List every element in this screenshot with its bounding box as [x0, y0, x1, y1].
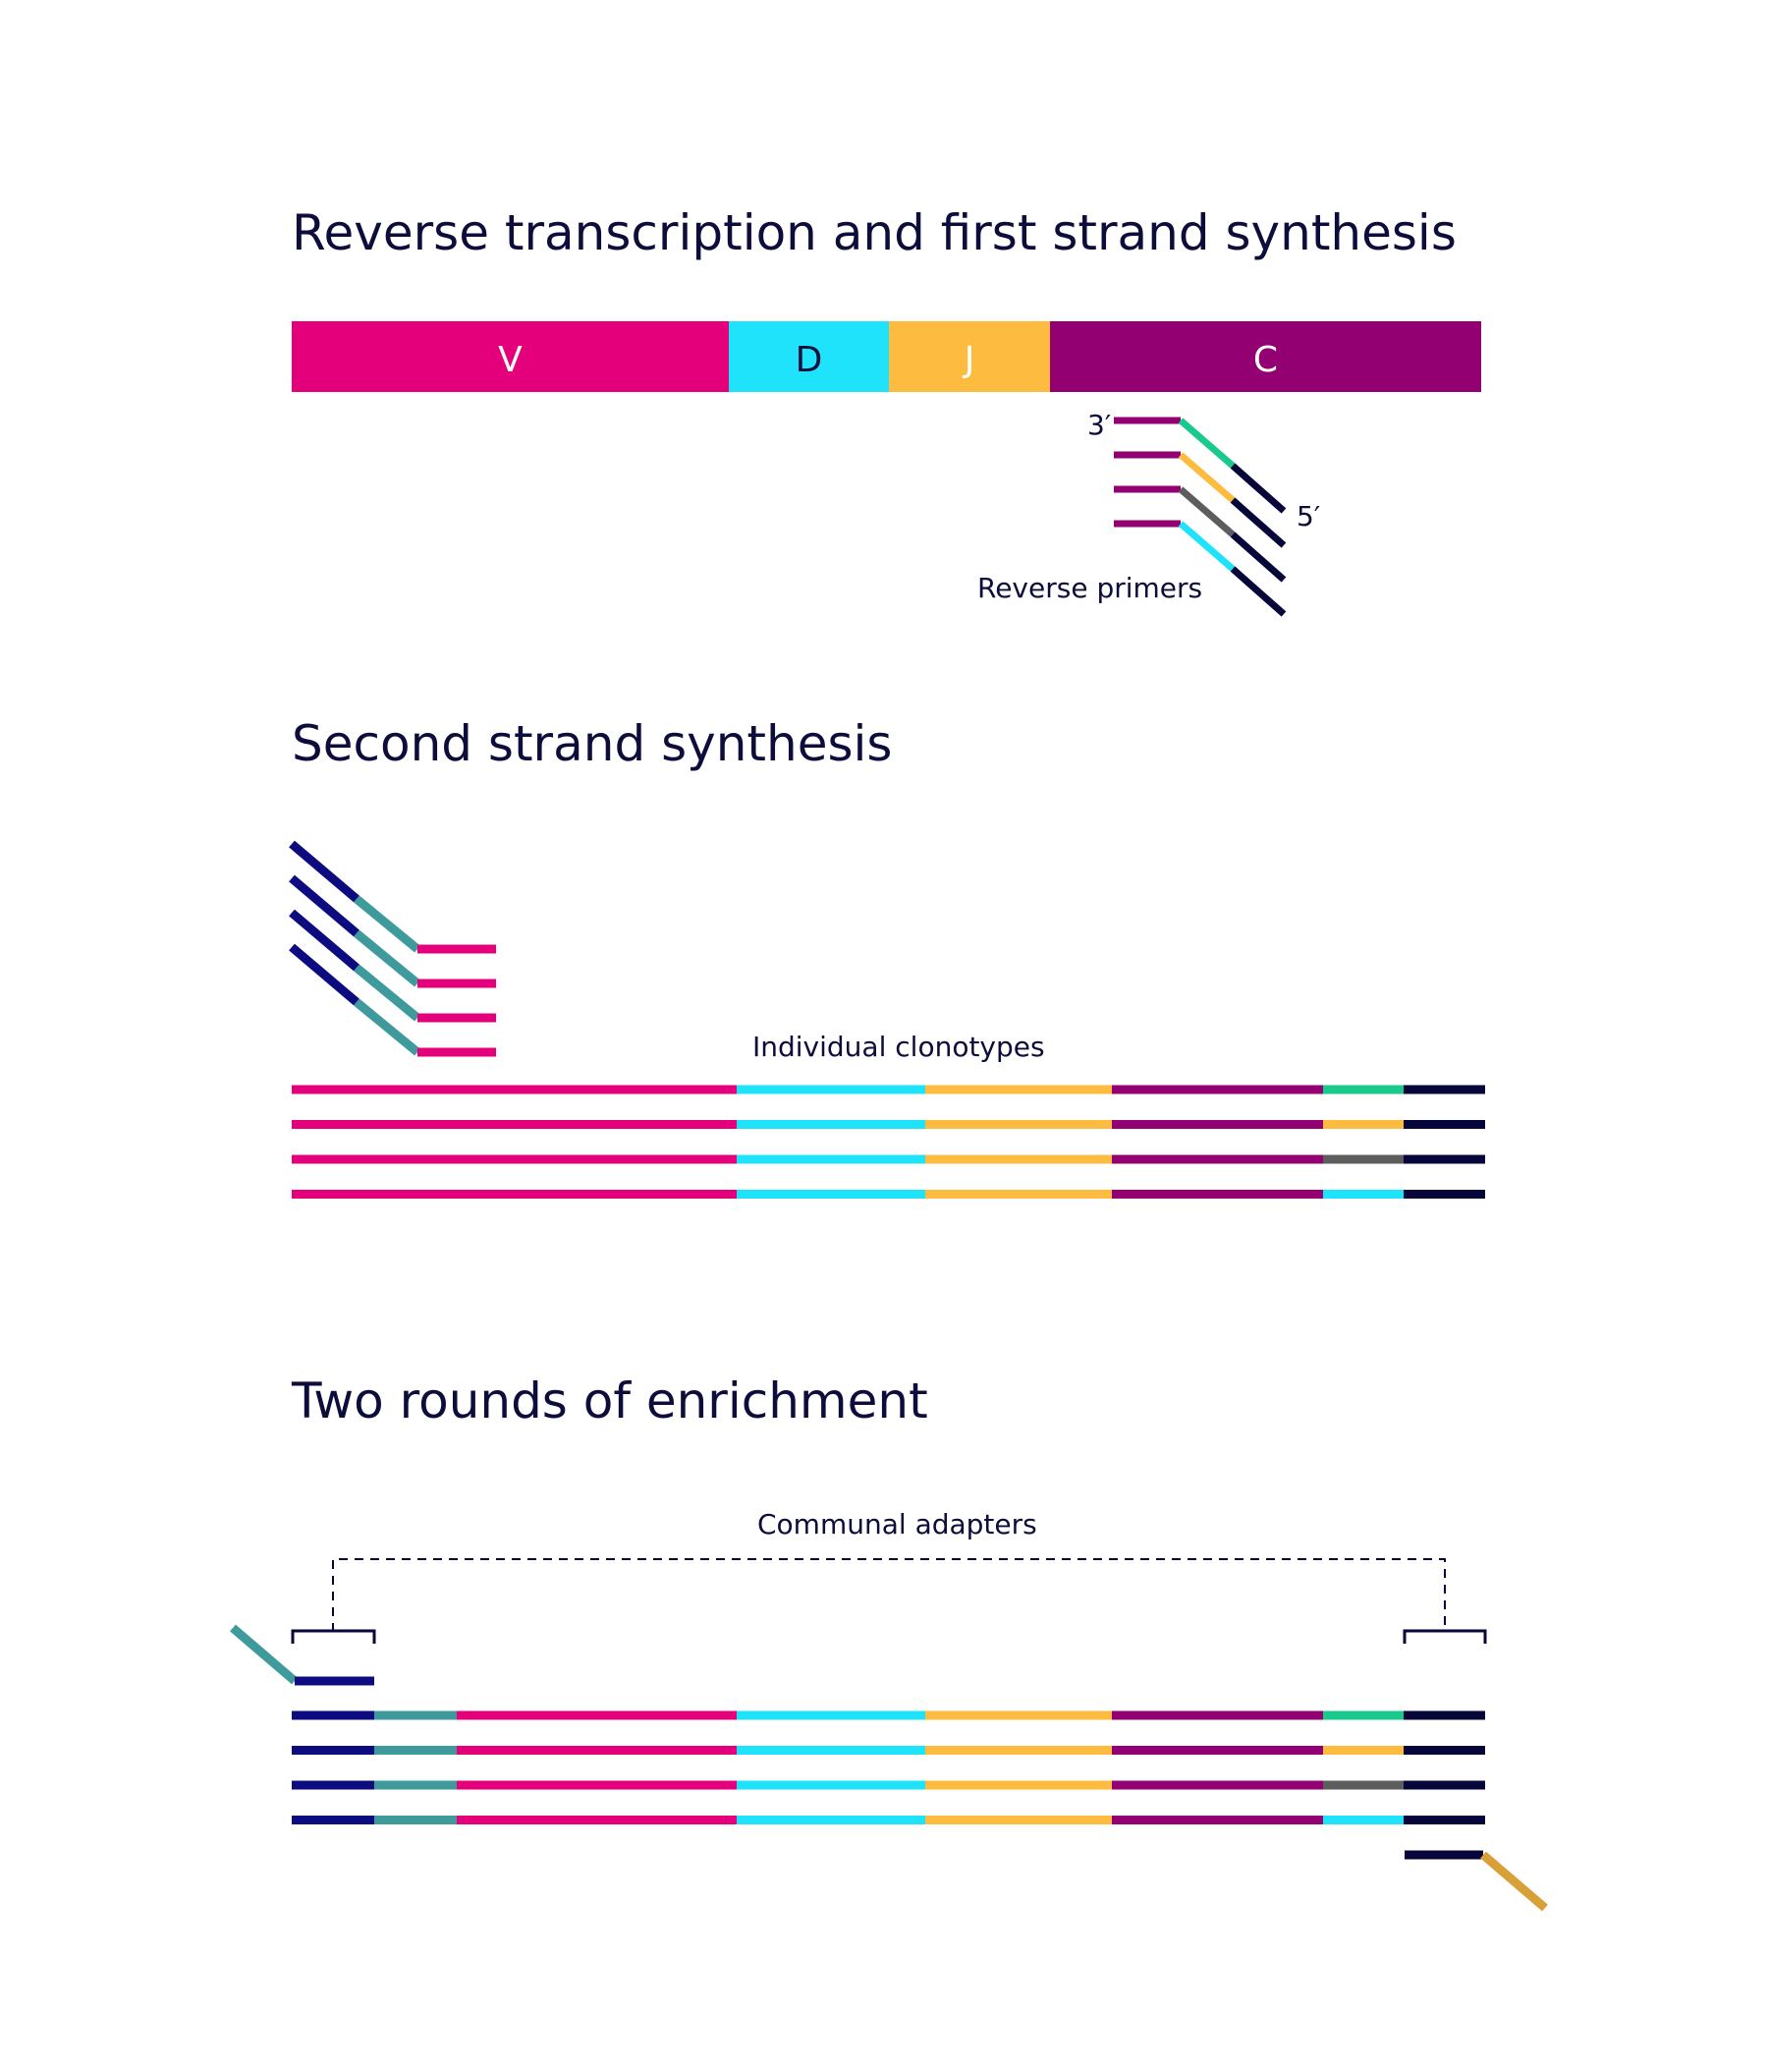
segment-v: [292, 321, 729, 392]
segment-label-d: D: [796, 340, 823, 380]
segment-c: [1050, 321, 1481, 392]
left-index-primer-tail: [230, 1624, 298, 1685]
section-title-enrichment: Two rounds of enrichment: [291, 1372, 928, 1429]
segment-label-j: J: [963, 340, 975, 380]
reverse-primer-barcode-part: [1178, 452, 1236, 503]
communal-adapters-label: Communal adapters: [757, 1508, 1037, 1540]
reverse-primers-label: Reverse primers: [977, 572, 1202, 604]
reverse-primer-barcode-part: [1178, 521, 1236, 572]
reverse-primer-tail-part: [1230, 532, 1287, 583]
reverse-primer-tail-part: [1230, 497, 1287, 548]
right-index-primer-tail: [1480, 1851, 1548, 1912]
forward-primer-linker-part: [354, 929, 420, 987]
reverse-primer-tail-part: [1230, 463, 1287, 514]
forward-primer-adapter-part: [289, 909, 359, 972]
enriched-strands-group: [230, 1624, 1548, 1912]
segment-d: [729, 321, 889, 392]
individual-clonotypes-label: Individual clonotypes: [752, 1031, 1045, 1063]
forward-primers-group: [289, 840, 496, 1057]
forward-primer-adapter-part: [289, 874, 359, 937]
section-title-reverse-transcription: Reverse transcription and first strand s…: [292, 204, 1457, 261]
adapter-connector-dashed: [332, 1558, 1446, 1632]
reverse-primers-group: [1114, 417, 1287, 617]
segment-label-v: V: [498, 340, 523, 380]
clonotype-strands-group: [292, 1085, 1485, 1199]
reverse-primer-barcode-part: [1178, 418, 1236, 469]
forward-primer-linker-part: [354, 964, 420, 1022]
left-adapter-bracket: [291, 1629, 376, 1644]
reverse-primer-barcode-part: [1178, 486, 1236, 537]
segment-j: [889, 321, 1050, 392]
right-adapter-bracket: [1403, 1629, 1487, 1644]
forward-primer-linker-part: [354, 998, 420, 1056]
three-prime-label: 3′: [1087, 409, 1111, 441]
forward-primer-adapter-part: [289, 943, 359, 1006]
five-prime-label: 5′: [1297, 500, 1320, 532]
forward-primer-linker-part: [354, 895, 420, 953]
communal-adapters-bracket: [291, 1558, 1487, 1644]
forward-primer-adapter-part: [289, 840, 359, 903]
section-title-second-strand: Second strand synthesis: [292, 715, 892, 772]
segment-label-c: C: [1253, 340, 1278, 380]
reverse-primer-tail-part: [1230, 566, 1287, 617]
